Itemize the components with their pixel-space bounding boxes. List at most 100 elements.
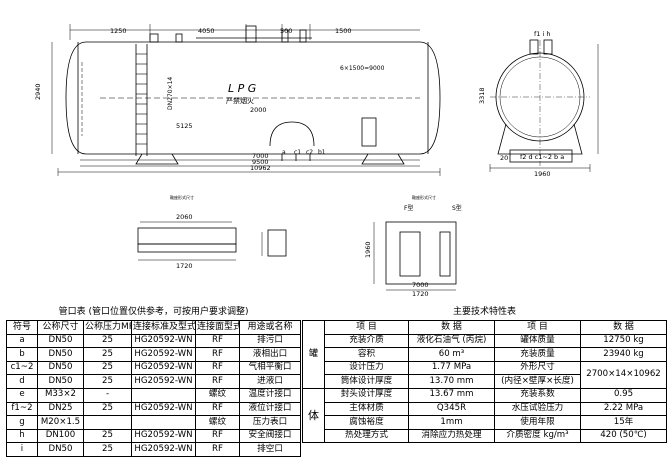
table-cell: 外形尺寸 (494, 360, 581, 376)
table-cell: g (6, 415, 38, 430)
table-cell: 介质密度 kg/m³ (494, 428, 581, 444)
tank-shell (65, 41, 441, 155)
table-cell: (内径×壁厚×长度) (494, 374, 581, 389)
table-cell: 腐蚀裕度 (324, 415, 409, 430)
table-cell: d (6, 374, 38, 389)
table-cell: 25 (83, 442, 132, 457)
table-cell: RF (195, 401, 240, 417)
dim-7000: 7000 (252, 152, 269, 160)
table-cell: RF (195, 428, 240, 444)
table-cell: 充装介质 (324, 333, 409, 349)
table-cell: 排污口 (238, 333, 302, 349)
table-cell: b (6, 347, 38, 362)
support-title-left: 鞍座形式尺寸 (170, 194, 194, 200)
table-cell: 罐体质量 (494, 333, 581, 349)
table-cell: 设计压力 (324, 360, 409, 376)
table-cell: 排空口 (238, 442, 302, 457)
nozzle-table-caption: 管口表 (管口位置仅供参考，可按用户要求调整) (6, 306, 301, 321)
table-cell: 使用年限 (494, 415, 581, 430)
dim-nozzle-pipe: DN270×14 (167, 77, 174, 110)
nozzle-label-a: a (282, 149, 286, 156)
table-cell: HG20592-WN (131, 374, 196, 389)
table-cell: DN50 (37, 347, 84, 362)
spec-header: 项 目 (324, 320, 409, 335)
table-cell: HG20592-WN (131, 401, 196, 417)
table-cell: - (83, 387, 132, 403)
spec-table: 主要技术特性表 罐 项 目 数 据 项 目 数 据 充装介质液化石油气 (丙烷)… (302, 306, 668, 444)
table-cell: 消除应力热处理 (408, 428, 495, 444)
table-cell: RF (195, 360, 240, 376)
dim-3318: 3318 (478, 87, 486, 104)
table-cell: 气相平衡口 (238, 360, 302, 376)
table-cell: 1.77 MPa (408, 360, 495, 376)
table-cell: 25 (83, 374, 132, 389)
table-cell: 13.67 mm (408, 387, 495, 403)
table-cell: 主体材质 (324, 401, 409, 417)
table-cell: 液位计接口 (238, 401, 302, 417)
table-cell: HG20592-WN (131, 428, 196, 444)
support-dim-1720: 1720 (176, 262, 193, 270)
table-cell: 60 m³ (408, 347, 495, 362)
table-cell: DN50 (37, 442, 84, 457)
nozzle-header: 公称压力MPa (83, 320, 132, 335)
table-cell: HG20592-WN (131, 347, 196, 362)
table-cell (131, 387, 196, 403)
support-dim-2060: 2060 (176, 213, 193, 221)
table-cell (131, 415, 196, 430)
table-cell: 进液口 (238, 374, 302, 389)
dim-10962: 10962 (250, 164, 271, 172)
table-cell: c1~2 (6, 360, 38, 376)
side-dim-20: 20 (500, 154, 508, 162)
support-dim-1720-right: 1720 (412, 290, 429, 298)
support-dim-1960: 1960 (364, 241, 372, 258)
table-cell: 13.70 mm (408, 374, 495, 389)
nozzle-header: 公称尺寸 (37, 320, 84, 335)
table-cell: 15年 (579, 415, 668, 430)
support-title-right: 鞍座形式尺寸 (412, 194, 436, 200)
table-cell: Q345R (408, 401, 495, 417)
table-cell: 25 (83, 360, 132, 376)
table-cell: M20×1.5 (37, 415, 84, 430)
table-cell: 充装系数 (494, 387, 581, 403)
table-cell: DN100 (37, 428, 84, 444)
spec-table-caption: 主要技术特性表 (302, 306, 667, 321)
dim-5125: 5125 (176, 122, 193, 130)
table-cell: HG20592-WN (131, 360, 196, 376)
nozzle-label-b1: b1 (318, 149, 326, 156)
nozzle-header: 连接标准及型式 (131, 320, 196, 335)
side-view-bottom-labels: f2 d c1~2 b a (520, 153, 564, 161)
table-cell: DN50 (37, 333, 84, 349)
table-cell: e (6, 387, 38, 403)
dim-500: 500 (280, 27, 292, 35)
table-cell: RF (195, 347, 240, 362)
spec-side-label-top: 罐 (302, 320, 325, 389)
dim-spacing: 6×1500=9000 (340, 65, 385, 72)
support-dim-7000: 7000 (412, 281, 429, 289)
spec-header: 数 据 (408, 320, 495, 335)
table-cell: 热处理方式 (324, 428, 409, 444)
table-cell: DN50 (37, 374, 84, 389)
table-cell: 液化石油气 (丙烷) (408, 333, 495, 349)
table-cell: 筒体设计厚度 (324, 374, 409, 389)
table-cell: 螺纹 (195, 387, 240, 403)
table-cell: 2700×14×10962 (579, 360, 668, 389)
dim-9500: 9500 (252, 158, 269, 166)
nozzle-header: 连接面型式 (195, 320, 240, 335)
table-cell: 25 (83, 428, 132, 444)
side-dim-1960: 1960 (534, 170, 551, 178)
table-cell: DN50 (37, 360, 84, 376)
spec-header: 项 目 (494, 320, 581, 335)
dim-2000: 2000 (250, 106, 267, 114)
side-view-top-labels: f1 i h (534, 30, 550, 38)
table-cell: HG20592-WN (131, 442, 196, 457)
